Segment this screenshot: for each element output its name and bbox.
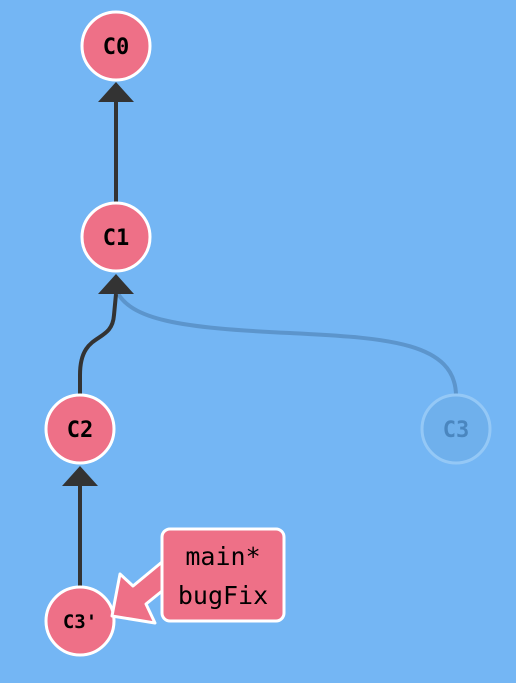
- arrowhead-c2: [62, 466, 98, 486]
- edge-c2-to-c1: [78, 293, 118, 395]
- commit-c2[interactable]: C2: [44, 393, 116, 465]
- commit-c0-label: C0: [103, 35, 130, 60]
- arrowhead-c0: [98, 82, 134, 102]
- branch-label-main: main*: [185, 542, 260, 571]
- commit-c2-label: C2: [67, 418, 94, 443]
- commit-c3-ghost[interactable]: C3: [420, 393, 492, 465]
- commit-c1-label: C1: [103, 226, 130, 251]
- branch-label-bugfix: bugFix: [178, 581, 268, 610]
- commit-c3-prime[interactable]: C3': [44, 585, 116, 657]
- commit-c0[interactable]: C0: [80, 10, 152, 82]
- commit-c1[interactable]: C1: [80, 201, 152, 273]
- commit-c3-label: C3: [443, 418, 470, 443]
- commit-c3-prime-label: C3': [63, 611, 97, 633]
- edge-c3-to-c1: [114, 288, 458, 398]
- branch-label-main-bugfix[interactable]: main* bugFix: [160, 527, 286, 623]
- arrowhead-c1: [98, 274, 134, 294]
